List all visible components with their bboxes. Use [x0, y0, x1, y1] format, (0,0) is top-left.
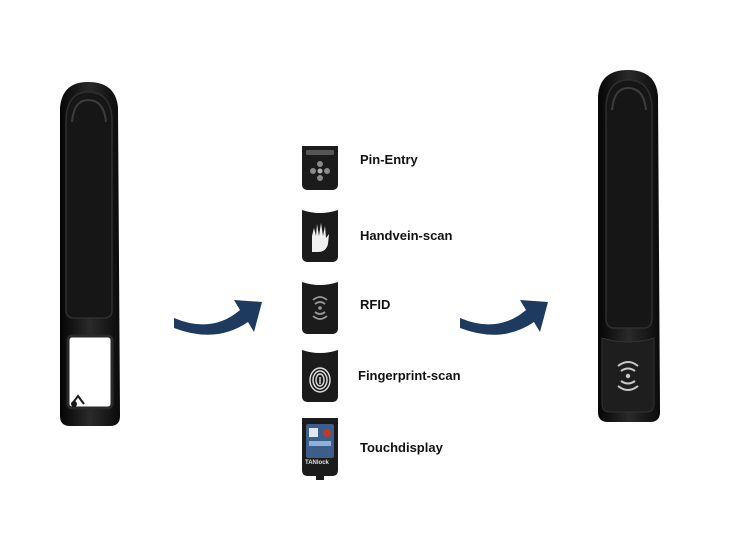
- arrow-to-modules-icon: [172, 292, 264, 340]
- arrow-to-assembled-handle-icon: [458, 292, 550, 340]
- hand-icon: [302, 210, 338, 262]
- keypad-icon: [302, 146, 338, 190]
- module-touchdisplay: TANlock: [298, 414, 342, 482]
- module-fingerprint-scan: [298, 346, 342, 404]
- fingerprint-icon: [302, 350, 338, 402]
- module-label-handvein-scan: Handvein-scan: [360, 228, 453, 243]
- module-rfid: [298, 278, 342, 336]
- handle-with-rfid-module: [590, 66, 666, 426]
- module-label-rfid: RFID: [360, 297, 391, 312]
- touchdisplay-brand: TANlock: [305, 460, 329, 466]
- touchscreen-icon: [302, 418, 338, 480]
- module-handvein-scan: [298, 206, 342, 264]
- rfid-icon: [302, 282, 338, 334]
- module-label-touchdisplay: Touchdisplay: [360, 440, 443, 455]
- handle-without-module: [48, 78, 128, 428]
- module-pin-entry: [298, 140, 342, 194]
- module-label-fingerprint-scan: Fingerprint-scan: [358, 368, 461, 383]
- installed-rfid-icon: [617, 361, 639, 391]
- module-label-pin-entry: Pin-Entry: [360, 152, 418, 167]
